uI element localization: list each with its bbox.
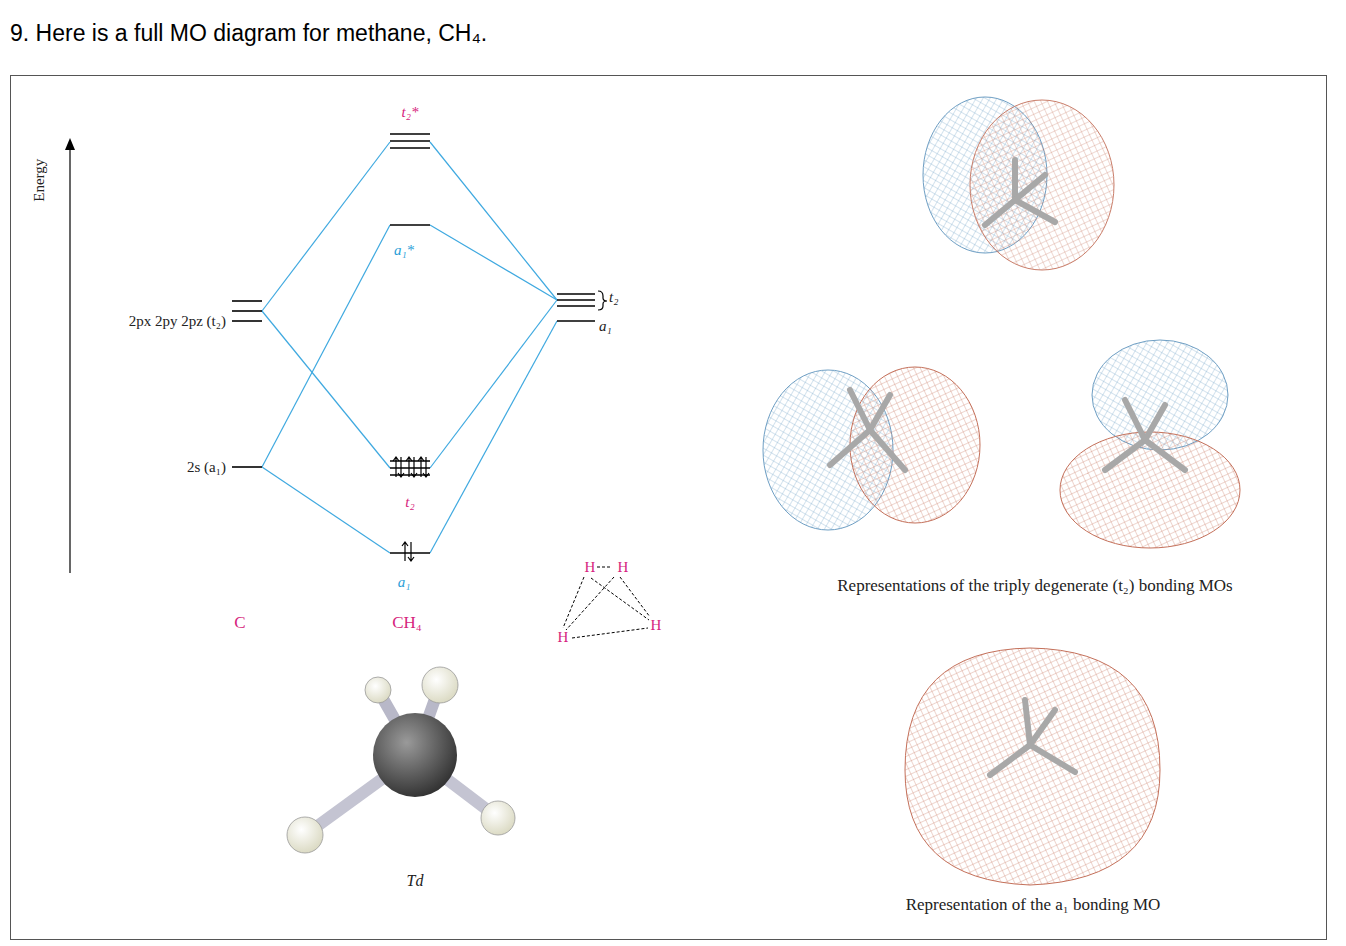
level-label: t₂ bbox=[405, 494, 414, 511]
level-label: a₁ bbox=[398, 574, 411, 591]
figure-caption: Representation of the a₁ bonding MO bbox=[906, 896, 1161, 915]
point-group-label: Td bbox=[407, 872, 424, 890]
atom-label: H bbox=[651, 617, 662, 634]
level-label: a₁* bbox=[394, 242, 414, 259]
level-label: t₂* bbox=[402, 104, 419, 121]
atom-label: H bbox=[558, 629, 569, 646]
atom-label: H bbox=[585, 559, 596, 576]
level-label: a₁ bbox=[599, 318, 612, 335]
level-label: 2s (a₁) bbox=[187, 459, 226, 476]
figure-caption: Representations of the triply degenerate… bbox=[837, 577, 1232, 596]
level-label: 2px 2py 2pz (t₂) bbox=[129, 313, 226, 330]
level-label: t₂ bbox=[609, 289, 618, 306]
axis-label: Energy bbox=[32, 158, 49, 201]
figure-title: 9. Here is a full MO diagram for methane… bbox=[10, 20, 487, 47]
fragment-label: C bbox=[234, 614, 245, 633]
atom-label: H bbox=[618, 559, 629, 576]
fragment-label: CH₄ bbox=[392, 614, 422, 633]
